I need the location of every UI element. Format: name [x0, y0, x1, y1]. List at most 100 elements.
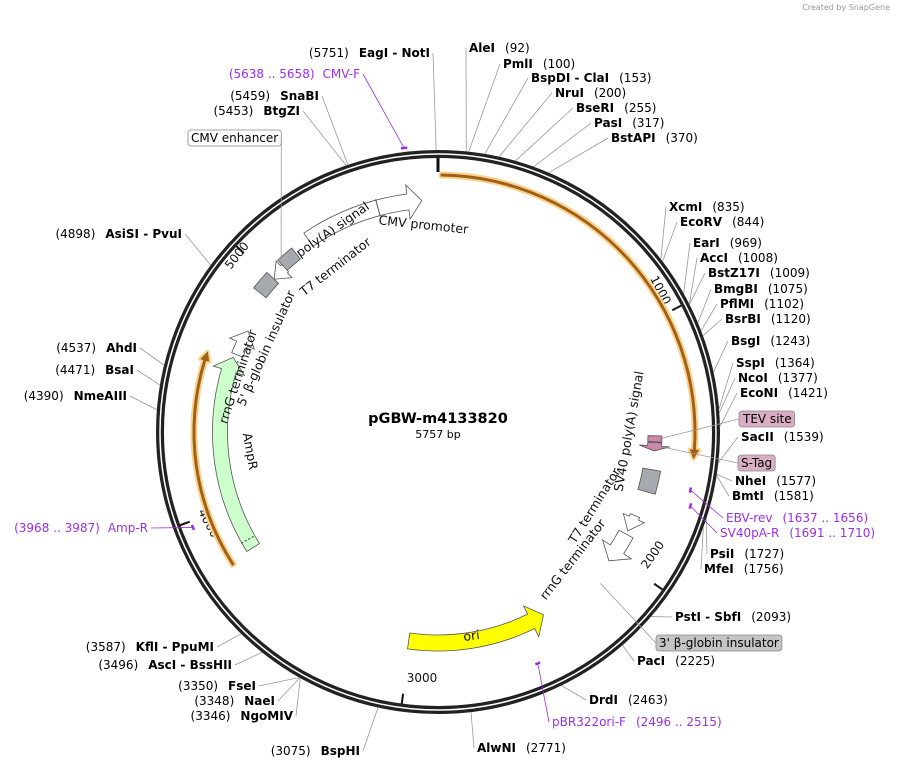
feature-polyA[interactable] — [637, 467, 662, 495]
feature-terminator[interactable] — [273, 260, 293, 280]
enzyme-leader — [470, 712, 475, 749]
enzyme-label[interactable]: SspI(1364) — [736, 356, 815, 370]
enzyme-label[interactable]: BsrBI(1120) — [725, 312, 811, 326]
feature-terminator[interactable] — [601, 529, 634, 562]
enzyme-label[interactable]: AleI(92) — [469, 41, 530, 55]
enzyme-label[interactable]: NcoI(1377) — [738, 371, 818, 385]
primer-label[interactable]: pBR322ori-F(2496 .. 2515) — [552, 715, 722, 729]
enzyme-position: (153) — [619, 71, 651, 85]
enzyme-label[interactable]: BstAPI(370) — [611, 131, 698, 145]
enzyme-name: AccI — [700, 251, 728, 265]
enzyme-position: (1008) — [738, 251, 778, 265]
enzyme-label[interactable]: (3496)AscI - BssHII — [98, 658, 232, 672]
enzyme-leader — [432, 52, 437, 151]
enzyme-label[interactable]: PsiI(1727) — [710, 547, 784, 561]
tick-mark — [400, 693, 405, 704]
feature-divider — [375, 199, 381, 217]
enzyme-position: (2463) — [628, 693, 668, 707]
enzyme-label[interactable]: AccI (1008) — [700, 251, 778, 265]
enzyme-label[interactable]: (4537)AhdI — [56, 341, 137, 355]
enzyme-label[interactable]: PstI - SbfI(2093) — [675, 610, 791, 624]
enzyme-label[interactable]: BspDI - ClaI(153) — [531, 71, 651, 85]
feature-origin[interactable] — [407, 605, 544, 652]
backbone-ring-gap — [159, 153, 717, 711]
feature-tev-site[interactable] — [647, 435, 663, 443]
enzyme-name: KflI - PpuMI — [136, 640, 214, 654]
feature-gene[interactable] — [212, 356, 261, 553]
boxed-feature-label[interactable]: TEV site — [738, 410, 796, 428]
enzyme-label[interactable]: (3350)FseI — [178, 679, 256, 693]
enzyme-label[interactable]: NheI(1577) — [735, 474, 816, 488]
enzyme-name: NmeAIII — [74, 389, 127, 403]
feature-terminator[interactable] — [228, 330, 255, 358]
primer-label[interactable]: (3968 .. 3987)Amp-R — [14, 521, 148, 535]
feature-polyA[interactable] — [277, 247, 301, 271]
enzyme-label[interactable]: EarI(969) — [693, 236, 762, 250]
enzyme-leader — [302, 110, 347, 166]
enzyme-position: (1421) — [788, 386, 828, 400]
enzyme-name: BsaI — [105, 363, 134, 377]
enzyme-leader — [716, 473, 733, 482]
enzyme-label[interactable]: (5751)EagI - NotI — [309, 46, 430, 60]
enzyme-label[interactable]: BsgI(1243) — [731, 334, 810, 348]
enzyme-leader — [184, 233, 211, 266]
enzyme-label[interactable]: BstZ17I(1009) — [708, 266, 810, 280]
enzyme-label[interactable]: (4390)NmeAIII — [24, 389, 127, 403]
primer-label[interactable]: EBV-rev(1637 .. 1656) — [726, 511, 868, 525]
enzyme-label[interactable]: PflMI(1102) — [720, 297, 804, 311]
enzyme-position: (844) — [732, 215, 764, 229]
enzyme-leader — [688, 257, 698, 305]
enzyme-leader — [561, 685, 587, 701]
primer-label[interactable]: (5638 .. 5658)CMV-F — [229, 67, 360, 81]
enzyme-position: (3346) — [191, 709, 231, 723]
enzyme-label[interactable]: (5453)BtgZI — [213, 104, 300, 118]
enzyme-name: PacI — [637, 654, 665, 668]
boxed-feature-label[interactable]: S-Tag — [737, 454, 776, 472]
enzyme-label[interactable]: AlwNI(2771) — [477, 741, 566, 755]
enzyme-name: BtgZI — [263, 104, 300, 118]
enzyme-leader — [515, 107, 574, 162]
feature-insulator[interactable] — [253, 271, 280, 299]
enzyme-label[interactable]: SacII(1539) — [741, 430, 824, 444]
primer-leader — [690, 505, 718, 534]
enzyme-label[interactable]: XcmI(835) — [669, 200, 745, 214]
enzyme-name: BsrBI — [725, 312, 761, 326]
primer-arc[interactable] — [400, 146, 408, 150]
feature-leader — [661, 446, 739, 464]
tick-label: 3000 — [407, 671, 438, 685]
enzyme-label[interactable]: (3587)KflI - PpuMI — [86, 640, 214, 654]
primer-arc[interactable] — [688, 503, 693, 509]
enzyme-position: (1075) — [768, 282, 808, 296]
enzyme-label[interactable]: EcoRV(844) — [680, 215, 764, 229]
tick-mark — [653, 582, 663, 591]
enzyme-position: (4898) — [55, 227, 95, 241]
boxed-feature-label[interactable]: 3' β-globin insulator — [655, 634, 783, 652]
feature-s-tag[interactable] — [639, 441, 670, 452]
feature-label: ori — [462, 627, 480, 644]
enzyme-label[interactable]: (4471)BsaI — [55, 363, 134, 377]
enzyme-label[interactable]: (5459)SnaBI — [230, 89, 319, 103]
enzyme-label[interactable]: PacI(2225) — [637, 654, 715, 668]
enzyme-leader — [719, 392, 738, 427]
enzyme-label[interactable]: BmtI(1581) — [732, 489, 814, 503]
enzyme-label[interactable]: PmlI(100) — [503, 57, 575, 71]
enzyme-label[interactable]: NruI(200) — [555, 86, 626, 100]
feature-promoter[interactable] — [303, 183, 423, 247]
feature-terminator[interactable] — [622, 512, 646, 532]
enzyme-label[interactable]: BseRI(255) — [576, 101, 656, 115]
enzyme-label[interactable]: (3348)NaeI — [194, 694, 275, 708]
enzyme-name: SnaBI — [280, 89, 319, 103]
enzyme-leader — [697, 288, 712, 323]
boxed-feature-label[interactable]: CMV enhancer — [187, 129, 282, 147]
enzyme-label[interactable]: DrdI(2463) — [589, 693, 668, 707]
enzyme-name: PflMI — [720, 297, 754, 311]
enzyme-label[interactable]: EcoNI(1421) — [740, 386, 828, 400]
primer-label[interactable]: SV40pA-R(1691 .. 1710) — [720, 526, 875, 540]
enzyme-label[interactable]: (4898)AsiSI - PvuI — [55, 227, 182, 241]
enzyme-name: PasI — [594, 116, 622, 130]
enzyme-label[interactable]: MfeI(1756) — [704, 562, 784, 576]
enzyme-label[interactable]: (3075)BspHI — [271, 744, 360, 758]
enzyme-label[interactable]: PasI(317) — [594, 116, 664, 130]
enzyme-label[interactable]: (3346)NgoMIV — [191, 709, 294, 723]
enzyme-label[interactable]: BmgBI(1075) — [714, 282, 808, 296]
